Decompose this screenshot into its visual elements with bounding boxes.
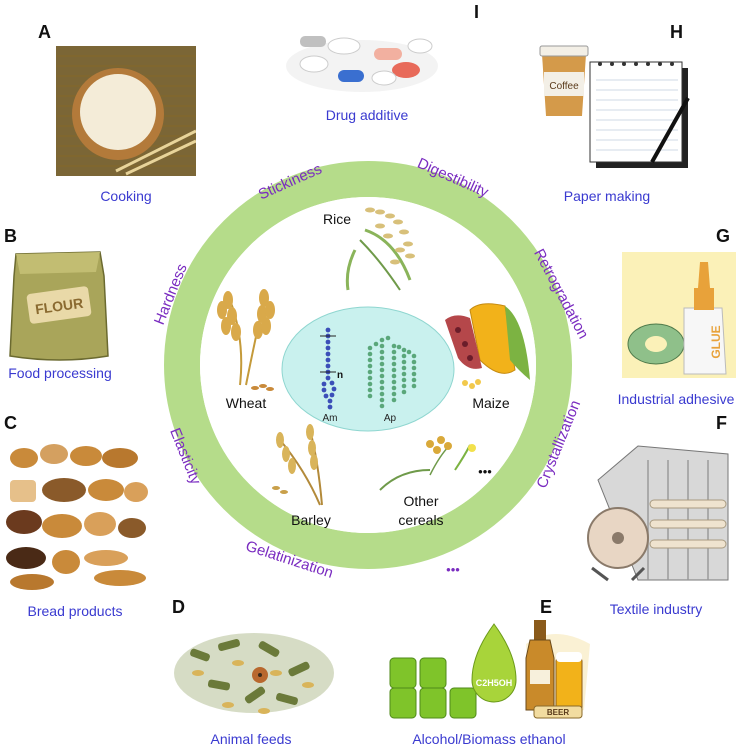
panel-letter-f: F [716, 413, 727, 433]
amylopectin-branches [367, 335, 417, 409]
glue-icon: GLUE [622, 252, 736, 378]
repeat-unit-label: n [337, 370, 343, 381]
rice-label: Rice [323, 211, 351, 227]
maize-label: Maize [472, 395, 510, 411]
flour-bag-icon: FLOUR [9, 251, 109, 361]
panel-letter-a: A [38, 22, 51, 42]
caption-cooking: Cooking [100, 188, 152, 204]
beer-icon: C2H5OH BEER [389, 620, 590, 719]
other-cereals-label-line2: cereals [398, 512, 443, 528]
beer-banner-label: BEER [547, 708, 569, 717]
caption-paper-making: Paper making [563, 188, 651, 204]
textile-machine-icon [587, 445, 729, 582]
other-cereals-label-line1: Other [403, 493, 438, 509]
panel-letter-h: H [670, 22, 683, 42]
caption-animal-feeds: Animal feeds [210, 731, 292, 747]
panel-letter-e: E [540, 597, 553, 617]
barley-plant-icon [272, 424, 323, 506]
pills-icon [286, 36, 438, 92]
panel-letter-b: B [4, 226, 17, 246]
property-ring [164, 161, 572, 569]
wheat-label: Wheat [226, 395, 267, 411]
feed-pellets-icon [174, 633, 334, 714]
amylopectin-label: Ap [384, 413, 397, 424]
rice-bowl-icon [56, 46, 196, 176]
caption-industrial-adhesive: Industrial adhesive [617, 391, 735, 407]
caption-alcohol-biomass-ethanol: Alcohol/Biomass ethanol [412, 731, 566, 747]
caption-textile-industry: Textile industry [609, 601, 703, 617]
caption-drug-additive: Drug additive [325, 107, 409, 123]
panel-letter-d: D [172, 597, 185, 617]
bread-icon [6, 444, 148, 590]
notebook-icon: Coffee [539, 45, 690, 168]
flour-bag-label: FLOUR [34, 295, 84, 318]
amylose-label: Am [323, 413, 338, 424]
other-cereals-icon [379, 436, 476, 491]
wheat-plant-icon [217, 289, 275, 391]
caption-bread-products: Bread products [27, 603, 123, 619]
ethanol-formula-label: C2H5OH [476, 678, 513, 688]
starch-molecule-circle [281, 306, 455, 432]
ring-more-dots: ••• [446, 562, 460, 577]
panel-letter-c: C [4, 413, 17, 433]
barley-label: Barley [291, 512, 331, 528]
glue-bottle-label: GLUE [709, 325, 723, 358]
caption-food-processing: Food processing [8, 365, 112, 381]
panel-letter-g: G [716, 226, 731, 246]
panel-letter-i: I [474, 2, 480, 22]
rice-plant-icon [345, 207, 415, 291]
maize-cob-icon [445, 303, 530, 389]
coffee-cup-label: Coffee [549, 81, 579, 92]
other-cereals-more: ••• [478, 464, 492, 479]
